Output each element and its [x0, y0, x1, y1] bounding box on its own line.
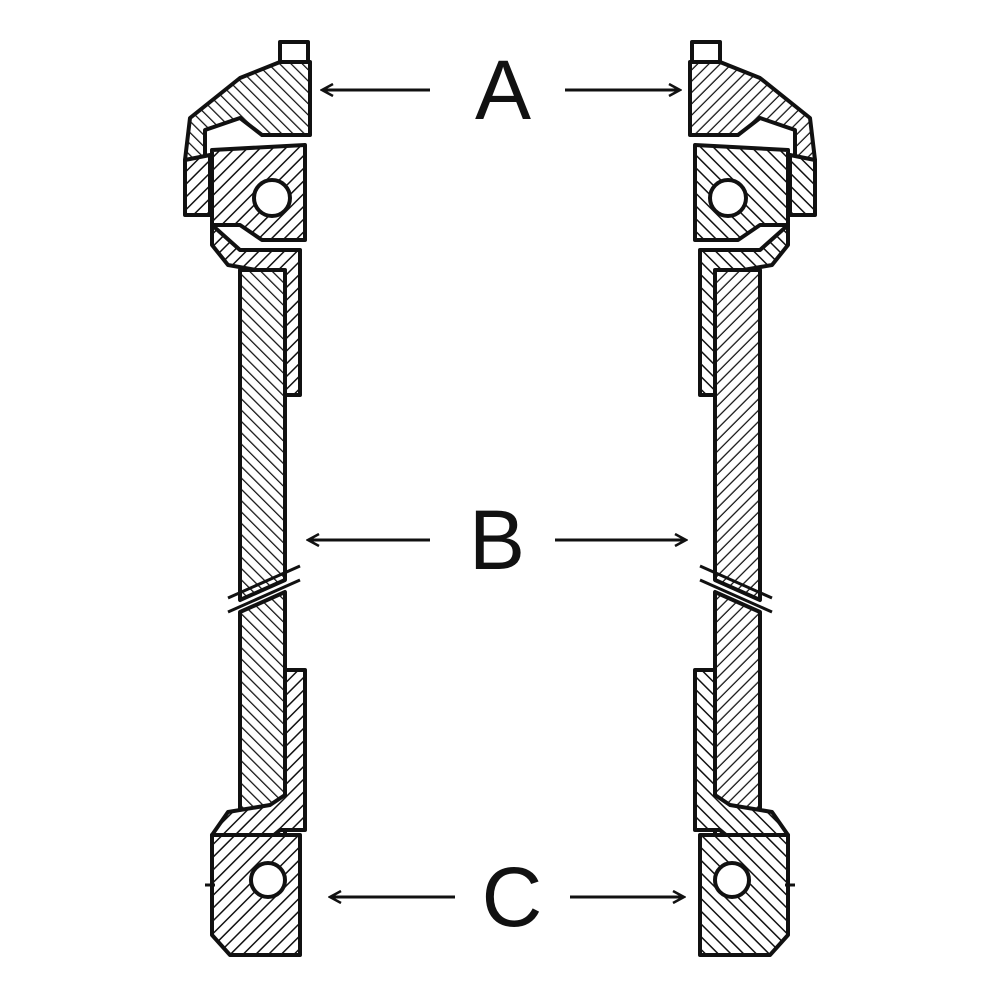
right-assembly: [688, 40, 817, 957]
label-a: A: [474, 43, 532, 137]
label-c: C: [481, 850, 543, 944]
left-assembly: [183, 40, 312, 957]
label-b: B: [468, 493, 526, 587]
